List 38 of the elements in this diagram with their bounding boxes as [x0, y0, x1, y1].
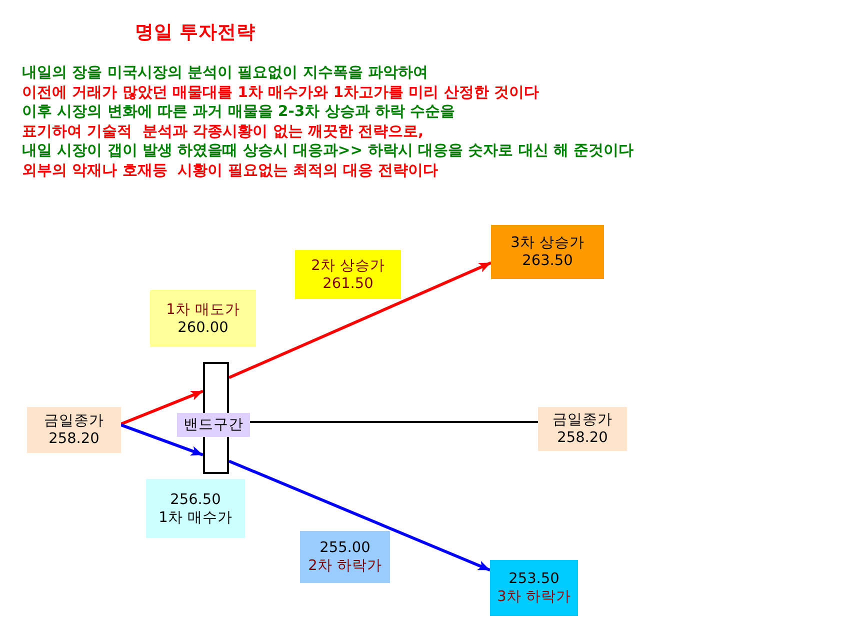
- label-text: 2차 상승가: [311, 256, 385, 274]
- label-text: 258.20: [48, 430, 100, 448]
- description-line: 내일 시장이 갭이 발생 하였을때 상승시 대응과>> 하락시 대응을 숫자로 대신 해 준것이다: [22, 142, 634, 160]
- title-text: 명일 투자전략: [135, 22, 256, 44]
- price-box: [491, 225, 604, 279]
- description-line: 표기하여 기술적 분석과 각종시황이 없는 깨끗한 전략으로,: [22, 122, 424, 141]
- label-text: 3차 하락가: [497, 588, 571, 606]
- price-box: [27, 407, 121, 453]
- price-box: [150, 290, 256, 347]
- label-text: 253.50: [508, 570, 560, 588]
- label-text: 2차 하락가: [308, 557, 382, 575]
- arrow: [120, 390, 204, 426]
- label-text: 256.50: [170, 490, 221, 508]
- arrow: [228, 261, 492, 380]
- label-text: 1차 매도가: [166, 300, 240, 318]
- description-line: 외부의 악재나 호재등 시황이 필요없는 최적의 대응 전략이다: [22, 162, 438, 180]
- price-box: [538, 407, 627, 451]
- label-text: 3차 상승가: [510, 234, 584, 252]
- description-line: 이전에 거래가 많았던 매물대를 1차 매수가와 1차고가를 미리 산정한 것이다: [22, 84, 539, 102]
- arrow: [228, 460, 491, 572]
- price-box: [295, 250, 401, 299]
- label-text: 255.00: [320, 539, 370, 557]
- label-text: 263.50: [522, 252, 573, 270]
- label-text: 금일종가: [552, 411, 612, 429]
- description-line: 이후 시장의 변화에 따른 과거 매물을 2-3차 상승과 하락 수순을: [22, 103, 456, 122]
- label-text: 1차 매수가: [158, 508, 232, 526]
- band-label-box: [177, 413, 250, 437]
- label-text: 261.50: [322, 274, 374, 292]
- arrow: [120, 424, 204, 456]
- description-line: 내일의 장을 미국시장의 분석이 필요없이 지수폭을 파악하여: [22, 64, 428, 82]
- price-box: [146, 479, 245, 538]
- connector-line: [250, 420, 538, 423]
- price-box: [300, 531, 390, 583]
- label-text: 258.20: [557, 429, 608, 447]
- price-box: [490, 560, 578, 616]
- label-text: 밴드구간: [184, 416, 244, 434]
- label-text: 260.00: [178, 318, 228, 336]
- label-text: 금일종가: [44, 412, 104, 430]
